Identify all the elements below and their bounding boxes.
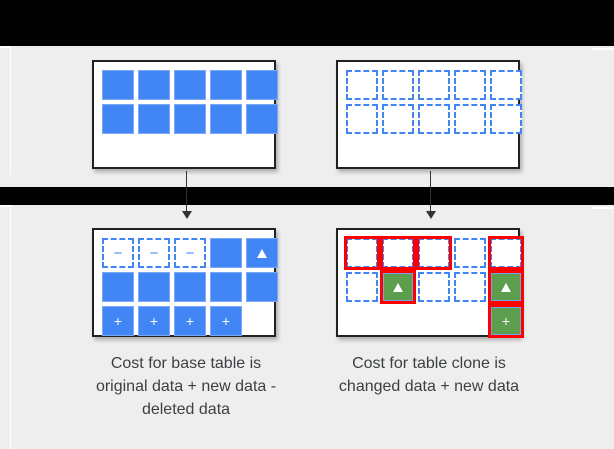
table-cell: + (488, 304, 524, 338)
table-cell (102, 70, 134, 100)
minus-icon: − (149, 244, 159, 262)
frame-guide-left-upper (10, 48, 11, 175)
plus-icon: + (185, 313, 195, 329)
table-cell (382, 70, 414, 100)
table-cell (246, 104, 278, 134)
table-cell (210, 238, 242, 268)
table-clone-after-card: + (336, 228, 524, 338)
table-cell (418, 104, 450, 134)
table-cell (418, 272, 450, 302)
caption-base-table: Cost for base table is original data + n… (95, 355, 277, 419)
base-table-after-grid: − − − + + + + (102, 238, 278, 336)
top-mask-band (0, 0, 614, 46)
table-cell (174, 70, 206, 100)
table-cell (138, 70, 170, 100)
table-cell (246, 70, 278, 100)
frame-guide-top-right (592, 48, 614, 50)
table-cell (210, 272, 242, 302)
middle-mask-band (0, 187, 614, 205)
table-cell (490, 104, 522, 134)
table-cell (418, 70, 450, 100)
arrow-line-right (430, 171, 431, 213)
minus-icon: − (185, 244, 195, 262)
plus-icon: + (501, 313, 511, 329)
frame-guide-top-left (0, 46, 11, 48)
triangle-icon (257, 248, 267, 258)
table-cell (382, 104, 414, 134)
table-cell (416, 236, 452, 270)
table-cell: − (138, 238, 170, 268)
table-clone-after-grid: + (344, 236, 524, 338)
triangle-icon (501, 282, 511, 292)
table-cell (488, 270, 524, 304)
table-cell (346, 306, 378, 336)
frame-guide-left-lower (10, 207, 11, 449)
base-table-after-card: − − − + + + + (92, 228, 278, 337)
table-cell (246, 306, 278, 336)
table-cell (346, 104, 378, 134)
caption-table-clone: Cost for table clone is changed data + n… (338, 355, 520, 396)
plus-icon: + (113, 313, 123, 329)
table-cell (418, 306, 450, 336)
table-cell: + (174, 306, 206, 336)
frame-guide-middle-left (0, 205, 11, 207)
triangle-icon (393, 282, 403, 292)
table-cell (454, 272, 486, 302)
plus-icon: + (149, 313, 159, 329)
table-cell (138, 272, 170, 302)
table-cell (102, 272, 134, 302)
plus-icon: + (221, 313, 231, 329)
table-cell (246, 238, 278, 268)
table-cell (346, 272, 378, 302)
table-cell (246, 272, 278, 302)
table-cell (454, 306, 486, 336)
table-cell (454, 238, 486, 268)
table-cell (380, 270, 416, 304)
table-cell (488, 236, 524, 270)
arrow-head-right (426, 211, 436, 219)
frame-guide-middle-right (592, 207, 614, 209)
table-cell (382, 306, 414, 336)
table-cell (210, 70, 242, 100)
table-cell (174, 104, 206, 134)
table-cell (490, 70, 522, 100)
table-cell (454, 104, 486, 134)
table-cell: + (102, 306, 134, 336)
table-cell (210, 104, 242, 134)
table-cell: + (138, 306, 170, 336)
table-cell: − (174, 238, 206, 268)
table-cell (138, 104, 170, 134)
table-cell (454, 70, 486, 100)
table-cell (346, 70, 378, 100)
table-cell: − (102, 238, 134, 268)
table-cell (344, 236, 380, 270)
base-table-before-grid (102, 70, 278, 134)
table-cell (380, 236, 416, 270)
arrow-line-left (186, 171, 187, 213)
table-cell (102, 104, 134, 134)
arrow-head-left (182, 211, 192, 219)
table-cell (174, 272, 206, 302)
base-table-before-card (92, 60, 278, 169)
minus-icon: − (113, 244, 123, 262)
table-clone-before-grid (346, 70, 522, 134)
table-clone-before-card (336, 60, 522, 169)
table-cell: + (210, 306, 242, 336)
